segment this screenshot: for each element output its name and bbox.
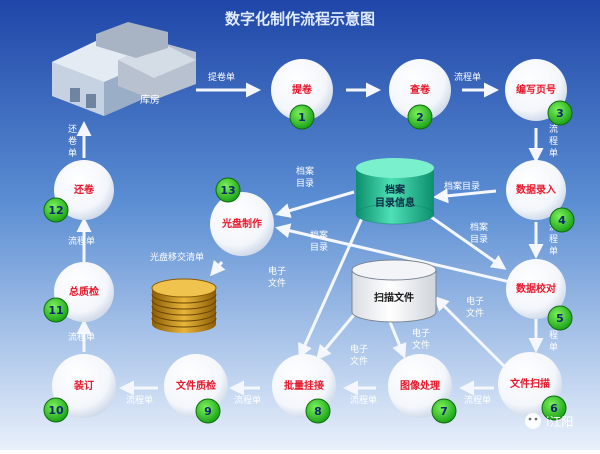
edge-label-liuchengdan-10-11: 流程单 (68, 331, 95, 343)
arrow-6-to-scan (433, 295, 506, 368)
edge-label-liuchengdan-6-7: 流程单 (464, 394, 491, 406)
edge-label-wenjian-13: 文件 (268, 277, 286, 289)
edge-label-mulu-5: 目录 (470, 234, 488, 245)
edge-label-wenjian-8: 文件 (350, 355, 368, 367)
step-number-badge: 11 (48, 304, 63, 317)
edge-label-dianzi-13: 电子 (268, 265, 286, 277)
edge-label-dangan-8: 档案 (310, 229, 328, 241)
step-3: 编写页号 3 (505, 59, 573, 126)
step-label: 批量挂接 (284, 379, 324, 392)
scan-files-store-icon (351, 259, 437, 323)
step-13: 光盘制作 13 (210, 177, 274, 256)
watermark: i江阳 (525, 413, 573, 429)
step-7: 图像处理 7 (388, 354, 457, 424)
edge-label-huan: 还 (68, 123, 77, 135)
step-number-badge: 9 (204, 405, 212, 418)
step-number-badge: 10 (48, 404, 64, 417)
edge-label-mulu-13: 目录 (296, 178, 314, 189)
archive-catalog-db-icon (355, 158, 435, 225)
arrow-db-to-5 (423, 210, 507, 270)
step-number-badge: 2 (416, 111, 424, 124)
edge-label-dangan-5: 档案 (470, 221, 488, 233)
db-label-line1: 档案 (384, 183, 406, 196)
edge-label-wenjian-7: 文件 (412, 339, 430, 351)
edge-label-dianzi-8: 电子 (350, 343, 368, 355)
scan-files-label: 扫描文件 (374, 291, 414, 304)
wechat-icon (525, 413, 541, 429)
edge-label-cheng-5-6: 程 (549, 330, 558, 341)
step-number-badge: 8 (314, 405, 322, 418)
edge-label-dan-3-4: 单 (549, 147, 558, 159)
edge-label-liuchengdan-2-3: 流程单 (454, 71, 481, 83)
step-5: 数据校对 5 (506, 259, 573, 331)
step-label: 装订 (73, 379, 94, 392)
step-label: 查卷 (409, 83, 431, 96)
edge-label-liuchengdan-9-10: 流程单 (126, 394, 153, 406)
step-4: 数据录入 4 (506, 160, 575, 233)
step-8: 批量挂接 8 (272, 354, 336, 424)
step-2: 查卷 2 (389, 59, 451, 130)
arrow-scan-to-8 (316, 309, 360, 361)
edge-label-juan: 卷 (68, 135, 77, 147)
diagram-title: 数字化制作流程示意图 (225, 10, 375, 28)
edge-label-dianzi-7: 电子 (412, 327, 430, 339)
step-number-badge: 4 (558, 214, 566, 227)
arrow-scan-to-7 (388, 321, 407, 359)
watermark-label: i江阳 (546, 415, 573, 429)
step-label: 总质检 (69, 285, 99, 298)
db-label-line2: 目录信息 (375, 196, 415, 209)
disc-stack-icon (151, 278, 217, 333)
edge-label-liu-3-4: 流 (549, 123, 558, 135)
step-11: 总质检 11 (43, 262, 114, 323)
step-label: 提卷 (292, 83, 313, 96)
step-label: 光盘制作 (221, 217, 262, 230)
edge-label-cheng-4-5: 程 (549, 234, 558, 245)
step-10: 装订 10 (43, 354, 116, 423)
edge-label-dangan-mulu: 档案目录 (444, 180, 480, 192)
arrow-5-to-13 (275, 223, 511, 284)
step-number-badge: 3 (556, 107, 564, 120)
step-label: 数据校对 (516, 282, 556, 295)
step-1: 提卷 1 (271, 59, 333, 130)
edge-label-liuchengdan-11-12: 流程单 (68, 235, 95, 247)
edge-label-liuchengdan-8-9: 流程单 (234, 394, 261, 406)
step-number-badge: 13 (220, 184, 235, 197)
step-number-badge: 5 (556, 312, 564, 325)
arrow-db-to-13 (275, 190, 355, 218)
step-label: 图像处理 (400, 379, 440, 392)
flow-arrows (76, 82, 544, 396)
edge-label-wenjian-6: 文件 (466, 307, 484, 319)
edge-label-mulu-8: 目录 (310, 242, 328, 253)
storehouse-icon (52, 22, 196, 116)
edge-label-dianzi-6: 电子 (466, 295, 484, 307)
edge-label-dan-12: 单 (68, 147, 77, 159)
step-number-badge: 6 (550, 402, 558, 415)
step-number-badge: 1 (298, 111, 306, 124)
edge-label-cheng-3-4: 程 (549, 136, 558, 147)
step-number-badge: 7 (440, 405, 448, 418)
step-label: 文件扫描 (510, 377, 550, 390)
step-9: 文件质检 9 (164, 354, 228, 424)
arrow-db-to-8 (298, 217, 364, 359)
step-number-badge: 12 (48, 204, 63, 217)
edge-label-liuchengdan-7-8: 流程单 (350, 394, 377, 406)
step-label: 文件质检 (176, 379, 216, 392)
arrow-13-to-disc (210, 259, 226, 277)
step-label: 编写页号 (516, 83, 556, 96)
edge-label-dangan-13: 档案 (296, 165, 314, 177)
step-6: 文件扫描 6 (498, 352, 567, 421)
step-label: 数据录入 (516, 183, 556, 196)
step-label: 还卷 (73, 183, 95, 196)
edge-label-disc: 光盘移交清单 (150, 251, 204, 263)
edge-label-dan-5-6: 单 (549, 341, 558, 353)
edge-label-tiquandan: 提卷单 (208, 71, 235, 83)
step-12: 还卷 12 (43, 160, 114, 223)
edge-label-dan-4-5: 单 (549, 245, 558, 257)
arrow-4-to-db (433, 188, 497, 204)
storehouse-label: 库房 (140, 93, 160, 106)
